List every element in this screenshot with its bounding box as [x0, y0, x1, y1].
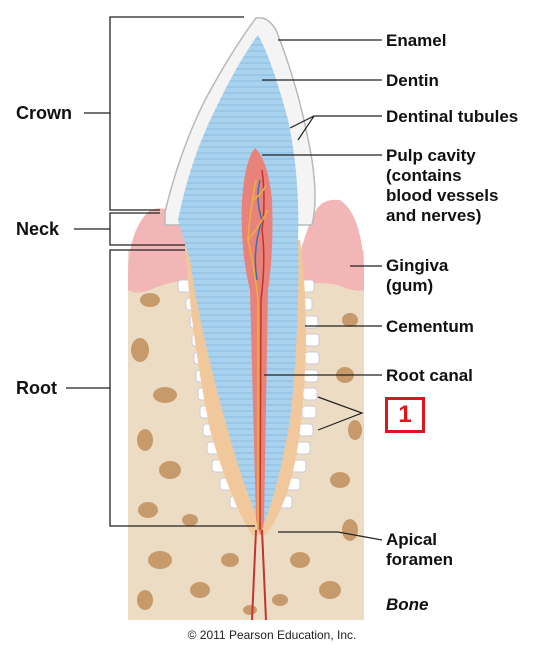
- dentinal-tubules-pattern: [178, 35, 299, 528]
- pulp-vessels: [247, 169, 269, 531]
- label-bone: Bone: [386, 595, 429, 614]
- label-gingiva-line1: Gingiva: [386, 256, 449, 275]
- label-root-canal: Root canal: [386, 366, 473, 385]
- label-apical-line1: Apical: [386, 530, 438, 549]
- label-crown: Crown: [16, 103, 72, 123]
- label-apical-line2: foramen: [386, 550, 454, 569]
- label-pulp-line2: (contains: [386, 166, 462, 185]
- label-pulp-line1: Pulp cavity: [386, 146, 476, 165]
- apical-vessels: [251, 529, 267, 621]
- label-pulp-line4: and nerves): [386, 206, 482, 225]
- label-enamel: Enamel: [386, 31, 447, 50]
- label-gingiva: Gingiva (gum): [386, 256, 448, 296]
- label-apical-foramen: Apical foramen: [386, 530, 453, 570]
- label-dentinal-tubules: Dentinal tubules: [386, 107, 519, 126]
- copyright-credit: © 2011 Pearson Education, Inc.: [187, 628, 357, 642]
- label-neck: Neck: [16, 219, 60, 239]
- label-root: Root: [16, 378, 57, 398]
- answer-box[interactable]: 1: [385, 397, 425, 433]
- bone-spots: [131, 293, 362, 615]
- label-pulp-line3: blood vessels: [386, 186, 499, 205]
- label-dentin: Dentin: [386, 71, 439, 90]
- leader-lines: [262, 39, 383, 541]
- label-cementum: Cementum: [386, 317, 474, 336]
- label-pulp-cavity: Pulp cavity (contains blood vessels and …: [386, 146, 498, 226]
- label-gingiva-line2: (gum): [386, 276, 434, 295]
- bracket-lines: [66, 16, 255, 527]
